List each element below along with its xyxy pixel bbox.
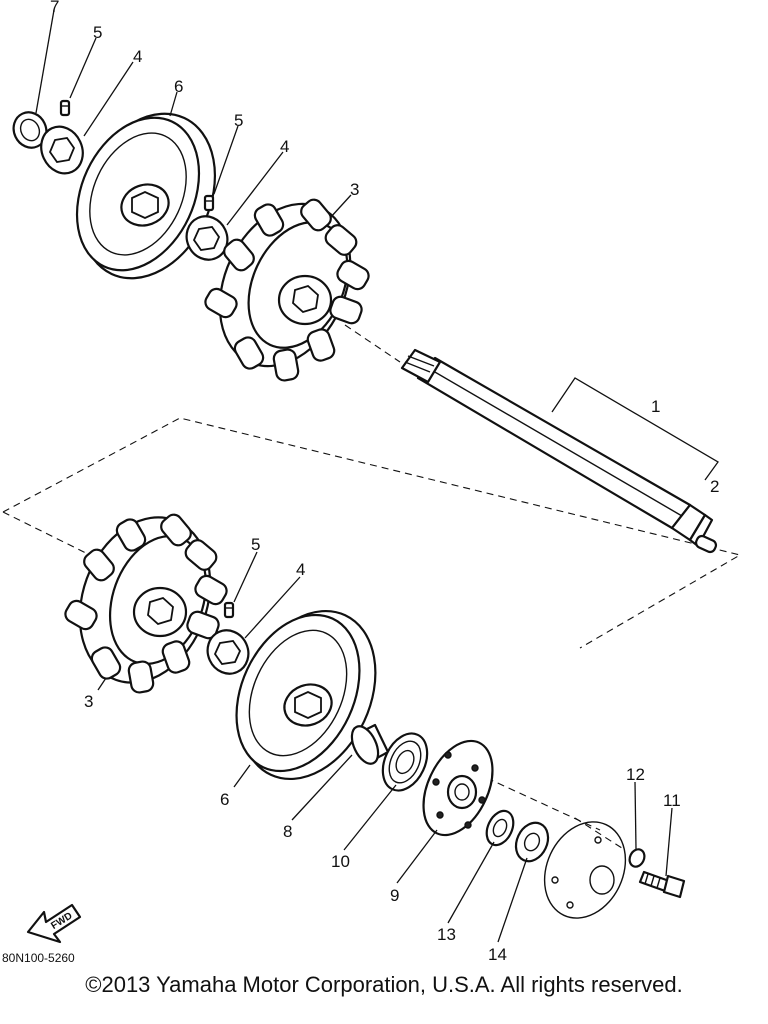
callout-label: 4	[296, 560, 305, 579]
part-9-bearing-housing	[422, 739, 494, 837]
callout-label: 4	[280, 137, 289, 156]
callout-label: 5	[234, 111, 243, 130]
part-7-collar	[12, 111, 48, 149]
part-3-drive-sprocket	[204, 198, 370, 382]
callout-label: 9	[390, 886, 399, 905]
part-10-bearing	[381, 732, 429, 792]
callout-label: 3	[84, 692, 93, 711]
part-6-idler-wheel	[235, 609, 377, 781]
callout-label: 2	[710, 477, 719, 496]
part-13-washer	[485, 809, 515, 847]
part-6-idler-wheel	[75, 112, 217, 280]
part-4-hex-collar	[185, 215, 229, 261]
callout-label: 5	[93, 23, 102, 42]
part-14-nut	[514, 821, 550, 863]
callout-label: 6	[174, 77, 183, 96]
part-11-bolt	[638, 870, 686, 899]
callout-label: 12	[626, 765, 645, 784]
callout-label: 3	[350, 180, 359, 199]
callout-label: 13	[437, 925, 456, 944]
part-2-end-plug	[694, 534, 718, 554]
callout-label: 5	[251, 535, 260, 554]
callout-label: 14	[488, 945, 507, 964]
callout-label: 4	[133, 47, 142, 66]
callout-label: 8	[283, 822, 292, 841]
diagram-code: 80N100-5260	[2, 951, 75, 965]
leader-lines	[35, 9, 673, 943]
part-5-set-screw	[59, 99, 71, 117]
part-3-drive-sprocket	[64, 513, 228, 694]
copyright-notice: ©2013 Yamaha Motor Corporation, U.S.A. A…	[85, 972, 683, 997]
callout-numbers: 7 5 4 6 5 4 3 1 2 5 4 3 6 8 10 9 12 11 1…	[50, 0, 719, 964]
callout-label: 6	[220, 790, 229, 809]
part-8-spacer	[350, 723, 390, 765]
part-4-hex-collar	[206, 629, 250, 675]
callout-label: 11	[663, 791, 681, 810]
part-12-lock-washer	[628, 848, 646, 868]
chaincase-flange	[543, 821, 627, 919]
part-1-bracket	[551, 377, 719, 481]
callout-label: 7	[50, 0, 59, 16]
callout-label: 10	[331, 852, 350, 871]
part-1-drive-axle	[400, 348, 714, 548]
callout-label: 1	[651, 397, 660, 416]
part-4-hex-collar	[40, 125, 84, 175]
part-5-set-screw	[203, 194, 215, 212]
part-5-set-screw	[223, 601, 235, 619]
fwd-arrow-icon: FWD	[26, 903, 82, 944]
